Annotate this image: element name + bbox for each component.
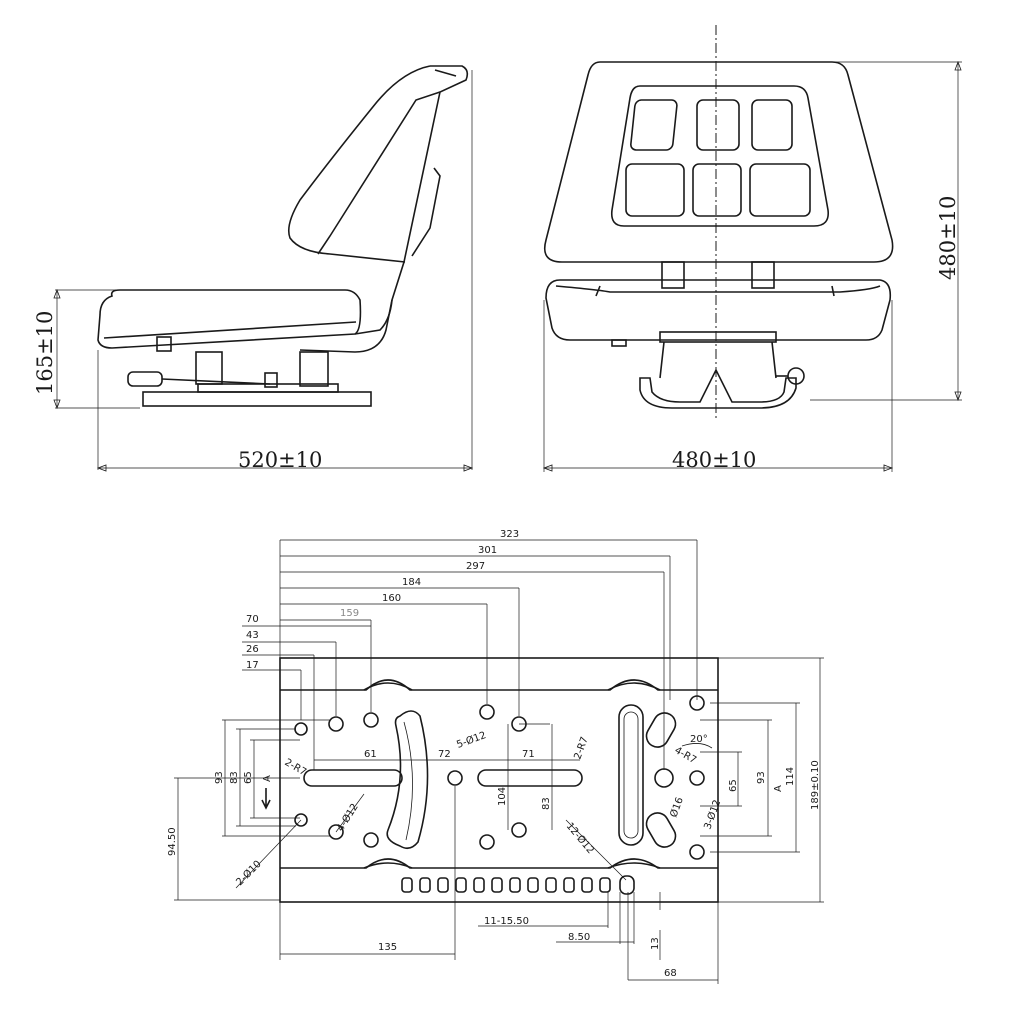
dim-68: 68 — [664, 968, 677, 979]
seat-cushion-front — [545, 279, 892, 341]
side-width-label: 520±10 — [238, 448, 322, 472]
label-2-d10: 2-Ø10 — [234, 858, 264, 888]
dim-104: 104 — [497, 787, 508, 806]
base-plate: 323 301 297 184 160 159 70 43 26 17 5-Ø1… — [167, 529, 824, 984]
label-d16: Ø16 — [668, 796, 686, 819]
label-2-r7-left: 2-R7 — [283, 757, 309, 778]
dim-160: 160 — [382, 593, 401, 604]
dim-11-15-50: 11-15.50 — [484, 916, 529, 927]
front-height-label: 480±10 — [936, 196, 960, 280]
dim-159: 159 — [340, 608, 359, 619]
section-mark-a-left: A — [262, 775, 273, 782]
dim-301: 301 — [478, 545, 497, 556]
label-5-d12: 5-Ø12 — [455, 729, 488, 751]
left-dimensions: 93 83 65 94.50 A — [167, 719, 330, 901]
dim-20-deg: 20° — [690, 734, 708, 745]
plate-outline — [279, 657, 719, 903]
dim-323: 323 — [500, 529, 519, 540]
dim-135: 135 — [378, 942, 397, 953]
backrest-side — [299, 65, 469, 353]
front-width-label: 480±10 — [672, 448, 756, 472]
dim-94-50: 94.50 — [167, 827, 178, 856]
label-4-r7: 4-R7 — [673, 745, 699, 766]
inner-dimensions: 61 72 71 104 83 20° — [314, 724, 713, 830]
side-view: 520±10 165±10 — [33, 65, 474, 472]
front-view: 480±10 480±10 — [542, 25, 962, 472]
slot-left — [303, 769, 403, 787]
dim-70: 70 — [246, 614, 259, 625]
label-4-d12: 4-Ø12 — [334, 801, 360, 833]
bottom-dimensions: 11-15.50 8.50 13 135 68 — [279, 786, 719, 984]
dim-65-left: 65 — [243, 771, 254, 784]
label-3-d12: 3-Ø12 — [702, 798, 724, 831]
dim-17: 17 — [246, 660, 259, 671]
label-12-d12: 12-Ø12 — [564, 820, 597, 856]
slide-rail-front — [639, 368, 797, 409]
dim-65-right: 65 — [728, 779, 739, 792]
dim-114: 114 — [785, 767, 796, 786]
section-mark-a-right: A — [773, 785, 784, 792]
dim-93-right: 93 — [756, 771, 767, 784]
backrest-front — [543, 61, 894, 263]
dim-8-50: 8.50 — [568, 932, 590, 943]
dim-43: 43 — [246, 630, 259, 641]
adjust-lever-handle — [127, 371, 163, 387]
dim-26: 26 — [246, 644, 259, 655]
dim-72: 72 — [438, 749, 451, 760]
dim-297: 297 — [466, 561, 485, 572]
base-rail-side — [142, 391, 372, 407]
dim-83-left: 83 — [229, 771, 240, 784]
label-2-r7-right: 2-R7 — [572, 735, 590, 761]
dim-61: 61 — [364, 749, 377, 760]
vertical-slot — [618, 704, 644, 846]
dim-71: 71 — [522, 749, 535, 760]
dim-13: 13 — [650, 937, 661, 950]
side-height-label: 165±10 — [33, 311, 57, 395]
top-dimensions: 323 301 297 184 160 159 70 43 26 17 — [242, 529, 698, 770]
dim-184: 184 — [402, 577, 421, 588]
curved-slot — [386, 710, 429, 850]
dim-83-inner: 83 — [541, 797, 552, 810]
bottom-slot-row — [401, 875, 635, 895]
right-dimensions: 65 93 114 189±0.10 A — [700, 657, 824, 903]
slot-right — [477, 769, 583, 787]
seat-cushion-side — [97, 289, 362, 349]
dim-189: 189±0.10 — [810, 760, 821, 810]
dim-93-left: 93 — [214, 771, 225, 784]
